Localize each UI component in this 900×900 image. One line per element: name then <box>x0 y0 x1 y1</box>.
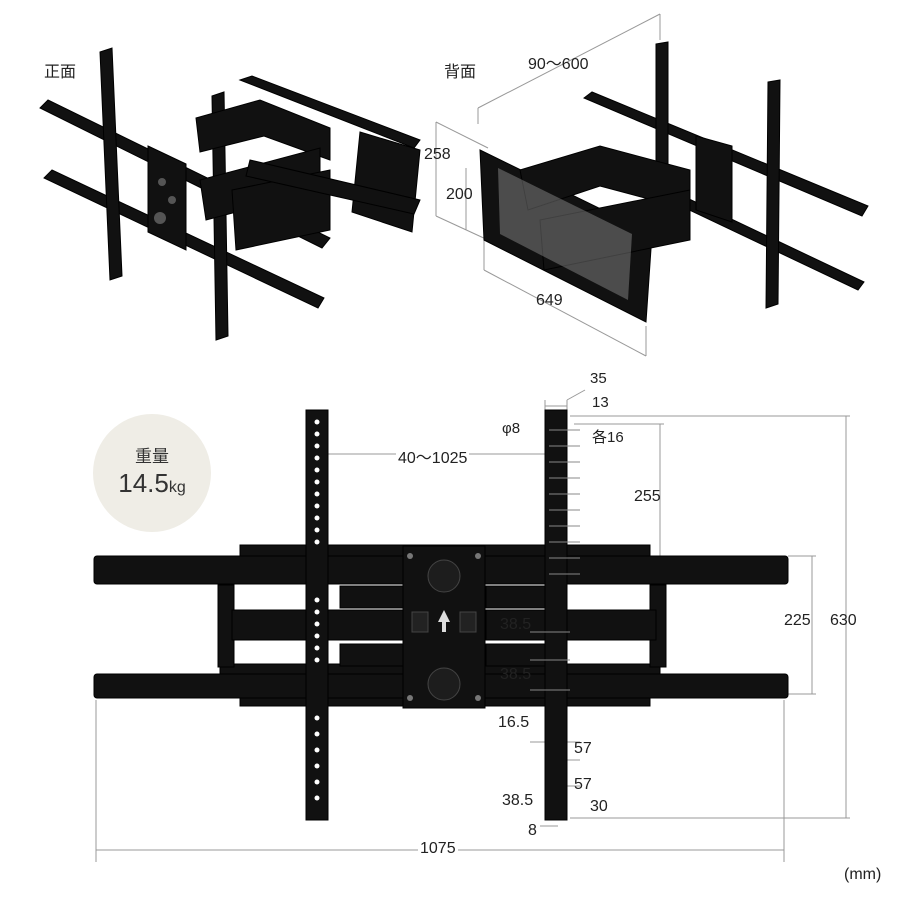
weight-value-wrap: 14.5kg <box>93 468 211 499</box>
rail-width-dimension: 35 <box>590 370 607 387</box>
rail-inner-dimension: 13 <box>592 394 609 411</box>
front-view-label: 正面 <box>44 64 77 81</box>
arm-spacing-dimension: 40〜1025 <box>396 444 470 468</box>
right-rail-ticks <box>530 429 580 691</box>
lower-pitch-2: 57 <box>574 776 592 793</box>
back-view-label: 背面 <box>444 64 477 81</box>
weight-unit: kg <box>168 479 186 496</box>
height-outer-dimension: 258 <box>424 146 451 163</box>
unit-label: (mm) <box>844 866 882 883</box>
plate-pitch-lower: 38.5 <box>500 666 532 683</box>
bar-spacing-dimension: 225 <box>784 612 811 629</box>
weight-title: 重量 <box>135 447 169 466</box>
offset-dimension: 16.5 <box>498 714 530 731</box>
bottom-8-dimension: 8 <box>528 822 537 839</box>
plate-pitch-upper: 38.5 <box>500 616 532 633</box>
rail-holes <box>314 419 320 801</box>
arm-extension-dimension: 90〜600 <box>528 56 589 73</box>
total-width-dimension: 1075 <box>418 840 458 858</box>
weight-badge: 重量 14.5kg <box>93 414 211 532</box>
total-height-dimension: 630 <box>830 612 857 629</box>
lower-pitch-3: 38.5 <box>502 792 534 809</box>
bottom-30-dimension: 30 <box>590 798 608 815</box>
weight-value: 14.5 <box>118 468 169 498</box>
lower-pitch-1: 57 <box>574 740 592 757</box>
height-inner-dimension: 200 <box>446 186 473 203</box>
hole-pitch-dimension: 各16 <box>592 429 624 446</box>
width-dimension: 649 <box>536 292 563 309</box>
rail-upper-dimension: 255 <box>634 488 661 505</box>
hole-diameter-dimension: φ8 <box>502 420 521 437</box>
